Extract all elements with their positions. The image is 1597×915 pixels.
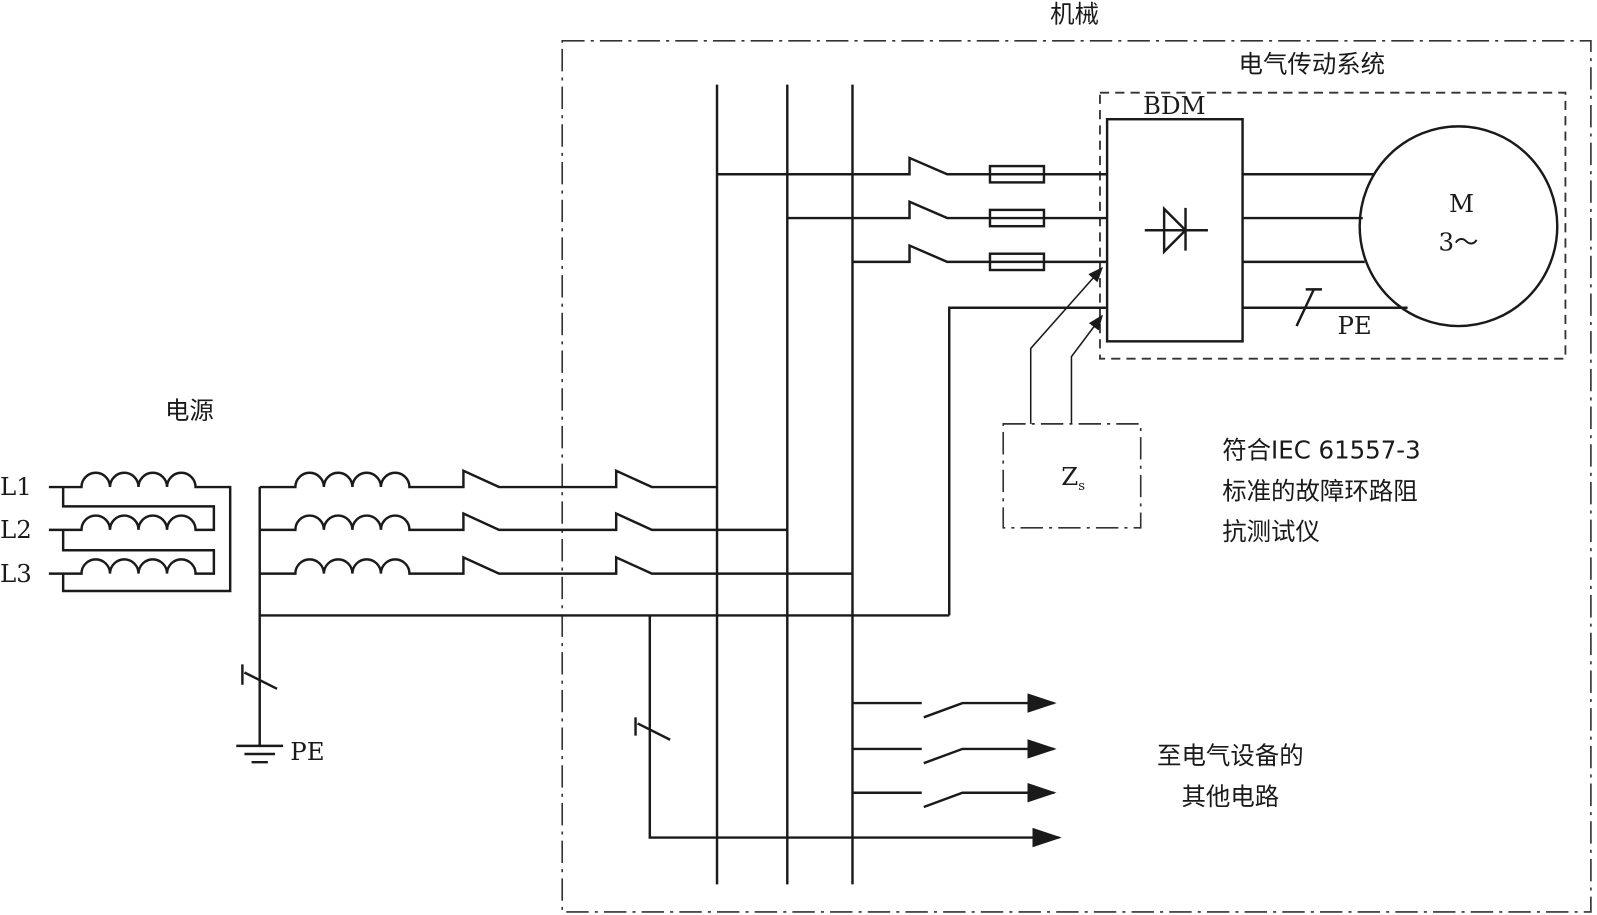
diode-icon bbox=[1144, 205, 1208, 255]
motor-label-m: M bbox=[1449, 189, 1474, 218]
test-lead-arrow-icon bbox=[1029, 266, 1104, 424]
power-source-label: 电源 bbox=[165, 396, 214, 425]
tester-text-3: 抗测试仪 bbox=[1222, 517, 1320, 546]
inductor-coil-icon bbox=[48, 471, 232, 593]
secondary-lines bbox=[258, 468, 950, 746]
other-circuits-text-2: 其他电路 bbox=[1181, 782, 1279, 811]
fuse-icon bbox=[988, 252, 1046, 272]
tester-text-2: 标准的故障环路阻 bbox=[1222, 476, 1417, 505]
branch-arrow-icon bbox=[852, 749, 1054, 763]
drive-system-boundary bbox=[1099, 91, 1567, 360]
ground-icon bbox=[236, 744, 284, 764]
machine-label: 机械 bbox=[1050, 0, 1099, 28]
l2-label: L2 bbox=[0, 515, 32, 544]
fuse-icon bbox=[988, 208, 1046, 228]
machine-boundary bbox=[561, 39, 1592, 913]
pe-conductor-mark bbox=[634, 717, 671, 741]
test-lead-arrow-icon bbox=[1070, 314, 1103, 424]
ground-pe-label: PE bbox=[290, 737, 324, 766]
fuse-icon bbox=[988, 164, 1046, 184]
branch-arrow-icon bbox=[852, 793, 1054, 807]
l1-label: L1 bbox=[0, 472, 32, 501]
tester-text-1: 符合IEC 61557-3 bbox=[1222, 436, 1420, 465]
l3-label: L3 bbox=[0, 559, 32, 588]
feeder-lines bbox=[717, 156, 1108, 616]
pe-conductor-mark bbox=[241, 664, 278, 690]
busbars bbox=[715, 84, 854, 885]
branch-arrow-icon bbox=[852, 703, 1054, 717]
pe-branch-arrow-icon bbox=[648, 615, 1062, 848]
motor-pe-label: PE bbox=[1337, 311, 1371, 340]
drive-system-label: 电气传动系统 bbox=[1239, 49, 1386, 78]
other-circuits-text-1: 至电气设备的 bbox=[1157, 741, 1304, 770]
pe-conductor-mark bbox=[1295, 288, 1323, 327]
motor-label-phase: 3～ bbox=[1438, 228, 1478, 257]
bdm-box bbox=[1105, 117, 1244, 343]
zs-label: Zs bbox=[1061, 462, 1085, 494]
bdm-label: BDM bbox=[1143, 91, 1206, 120]
motor-icon bbox=[1358, 125, 1559, 328]
